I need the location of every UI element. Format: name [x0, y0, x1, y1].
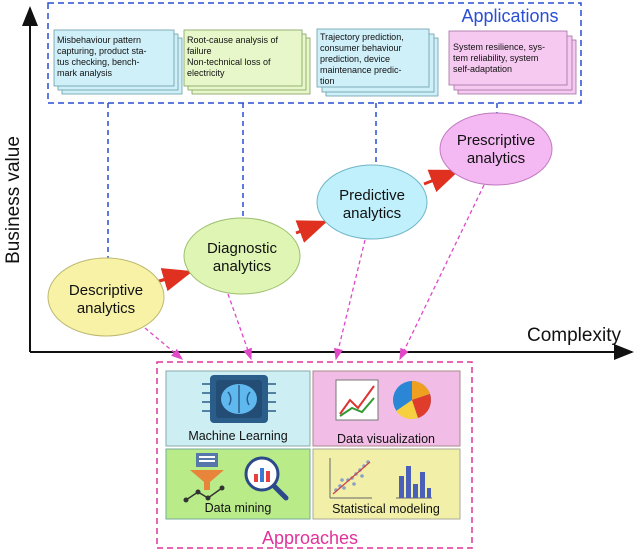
svg-text:Trajectory prediction,consumer: Trajectory prediction,consumer behaviour…: [320, 32, 404, 86]
application-card-3: Trajectory prediction,consumer behaviour…: [316, 28, 439, 97]
approach-machine-learning: Machine Learning: [165, 370, 311, 447]
approach-data-visualization: Data visualization: [312, 370, 461, 447]
applications-frame: [47, 2, 582, 104]
application-connectors: [107, 103, 498, 262]
chart-pie-icon: [335, 379, 431, 421]
statistics-icon: [329, 458, 432, 499]
svg-text:Data visualization: Data visualization: [337, 432, 435, 446]
svg-text:Statistical modeling: Statistical modeling: [332, 502, 440, 516]
svg-text:System resilience, sys-tem rel: System resilience, sys-tem reliability, …: [453, 42, 545, 74]
stage-arrows: [155, 169, 460, 292]
approach-connectors: [144, 184, 485, 361]
x-axis-label: Complexity: [527, 325, 621, 346]
svg-text:Machine Learning: Machine Learning: [188, 429, 287, 443]
y-axis-label: Business value: [3, 136, 24, 264]
application-card-4: System resilience, sys-tem reliability, …: [448, 30, 577, 95]
approaches-title: Approaches: [262, 528, 358, 548]
applications-title: Applications: [461, 6, 558, 26]
data-mining-icon: [183, 453, 289, 503]
approach-statistical-modeling: Statistical modeling: [312, 448, 461, 520]
approach-data-mining: Data mining: [165, 448, 311, 520]
brain-chip-icon: [202, 375, 276, 423]
svg-text:Data mining: Data mining: [205, 501, 272, 515]
